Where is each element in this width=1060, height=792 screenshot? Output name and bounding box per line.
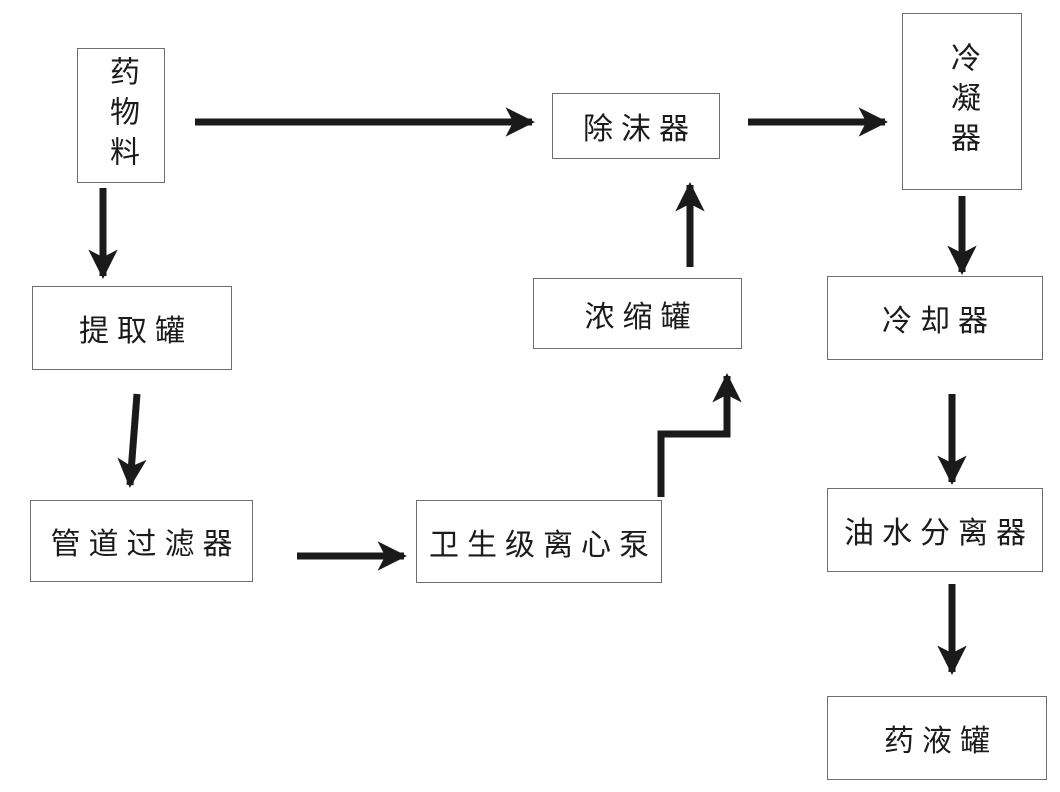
node-cooler: 冷却器 [827, 276, 1043, 360]
node-label-drug-liquid-tank: 药液罐 [884, 725, 998, 758]
node-label-demister: 除沫器 [583, 113, 697, 146]
node-label-cooler: 冷却器 [882, 305, 996, 338]
node-label-pipeline-filter: 管道过滤器 [50, 528, 241, 561]
node-label-drug-material: 药物料 [105, 55, 138, 176]
node-label-concentration-tank: 浓缩罐 [584, 300, 699, 334]
node-drug-material: 药物料 [77, 48, 165, 183]
node-oil-water-separator: 油水分离器 [827, 488, 1043, 572]
node-sanitary-centrifugal-pump: 卫生级离心泵 [416, 500, 662, 583]
arrow-sanitary-centrifugal-pump-to-concentration-tank [657, 373, 742, 497]
arrow-extraction-tank-to-pipeline-filter [117, 393, 147, 488]
node-label-oil-water-separator: 油水分离器 [844, 517, 1034, 550]
node-pipeline-filter: 管道过滤器 [30, 500, 253, 582]
node-label-sanitary-centrifugal-pump: 卫生级离心泵 [429, 528, 657, 562]
node-extraction-tank: 提取罐 [32, 286, 232, 370]
node-label-extraction-tank: 提取罐 [79, 315, 193, 348]
node-condenser: 冷凝器 [902, 13, 1022, 190]
node-demister: 除沫器 [552, 93, 720, 159]
node-drug-liquid-tank: 药液罐 [827, 696, 1047, 780]
node-concentration-tank: 浓缩罐 [533, 278, 742, 349]
node-label-condenser: 冷凝器 [946, 41, 979, 162]
